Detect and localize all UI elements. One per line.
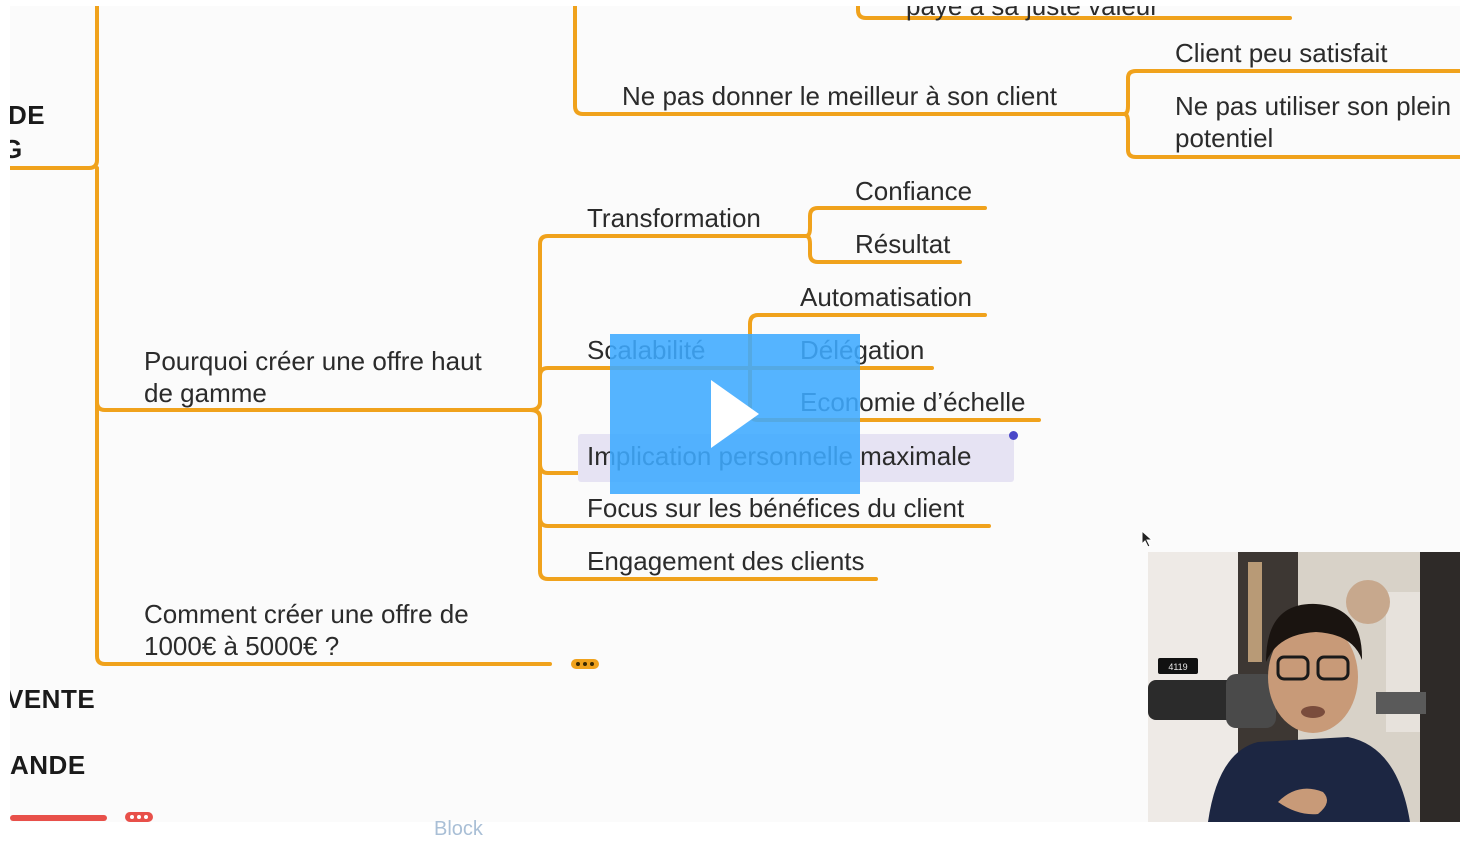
node-automatisation[interactable]: Automatisation [800,282,972,312]
node-confiance[interactable]: Confiance [855,176,973,206]
more-dots-icon-red[interactable] [125,812,153,822]
mindmap-canvas[interactable]: DE G VENTE ANDE payé à sa juste valeur N… [10,6,1460,822]
watermark-text: Block [434,818,483,840]
more-dots-icon[interactable] [571,659,599,669]
node-transformation[interactable]: Transformation [587,203,761,233]
node-client-peu-satisfait[interactable]: Client peu satisfait [1175,38,1388,68]
selection-handle[interactable] [1009,431,1018,440]
node-engagement[interactable]: Engagement des clients [587,546,865,576]
root-label-ande[interactable]: ANDE [10,750,86,780]
root-label-1[interactable]: DE [10,100,46,130]
node-resultat[interactable]: Résultat [855,229,951,259]
root-label-2[interactable]: G [10,134,23,164]
node-comment-creer[interactable]: Comment créer une offre de 1000€ à 5000€… [144,599,469,661]
root-label-vente[interactable]: VENTE [10,684,96,714]
presenter-video: 4119 [1148,552,1460,822]
video-play-button[interactable] [610,334,860,494]
node-ne-pas-donner[interactable]: Ne pas donner le meilleur à son client [622,81,1058,111]
collapsed-branch-line [10,815,107,821]
node-focus-benefices[interactable]: Focus sur les bénéfices du client [587,493,965,523]
node-juste-valeur[interactable]: payé à sa juste valeur [906,6,1159,21]
node-pourquoi[interactable]: Pourquoi créer une offre haut de gamme [144,346,482,408]
branch-lines [10,6,1460,666]
play-icon [711,380,759,448]
webcam-counter: 4119 [1168,662,1187,672]
webcam-overlay: 4119 [1148,552,1460,822]
node-ne-pas-utiliser[interactable]: Ne pas utiliser son plein potentiel [1175,91,1452,153]
cursor-icon [1141,530,1154,548]
